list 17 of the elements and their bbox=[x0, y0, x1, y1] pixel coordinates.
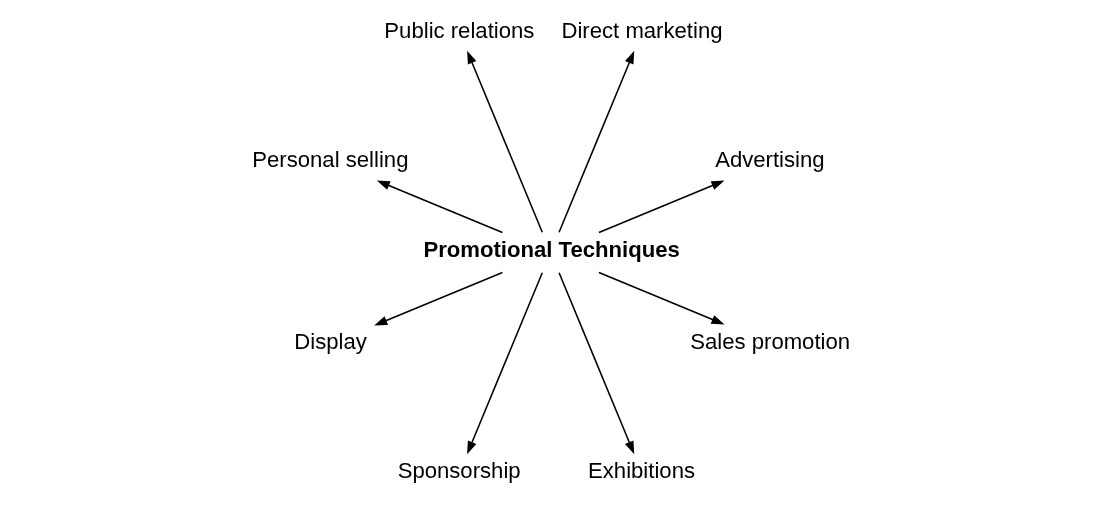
arrow bbox=[466, 50, 543, 233]
arrow bbox=[373, 271, 503, 326]
arrow bbox=[597, 180, 724, 234]
node-text: Sponsorship bbox=[397, 457, 521, 483]
node-text: Public relations bbox=[383, 18, 534, 44]
arrow bbox=[557, 50, 634, 233]
node-text: Direct marketing bbox=[560, 18, 723, 44]
arrow bbox=[376, 180, 503, 234]
node-text: Advertising bbox=[714, 146, 825, 172]
node-text: Sales promotion bbox=[689, 329, 850, 355]
node-text: Personal selling bbox=[251, 146, 408, 172]
node-text: Display bbox=[293, 329, 367, 355]
node-text: Promotional Techniques bbox=[422, 236, 680, 262]
arrow bbox=[466, 272, 543, 455]
arrow bbox=[557, 272, 634, 455]
arrow bbox=[597, 271, 724, 325]
node-text: Exhibitions bbox=[587, 457, 695, 483]
